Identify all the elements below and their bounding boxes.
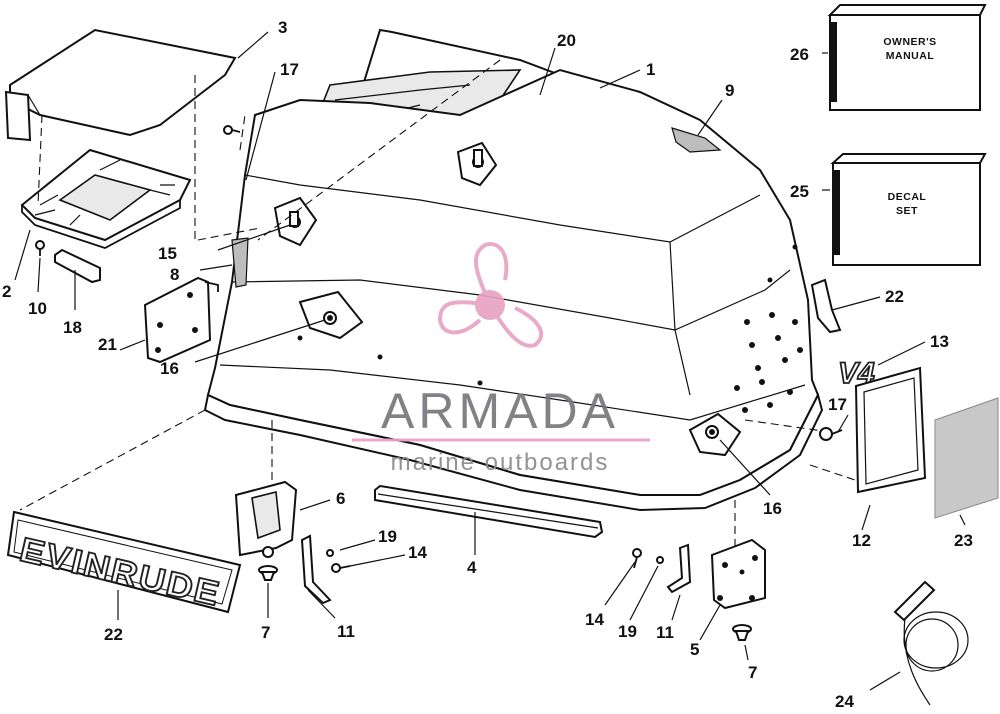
label-11-right: 11 <box>656 623 674 642</box>
label-17-right: 17 <box>828 395 847 414</box>
screw-10 <box>35 240 45 256</box>
screw-14-right <box>632 548 642 569</box>
callout-leaders <box>14 31 966 691</box>
watermark-subtitle: marine outboards <box>391 449 610 476</box>
propeller-icon <box>437 242 543 348</box>
bracket-11-right <box>666 543 692 594</box>
label-22-top: 22 <box>885 287 904 306</box>
screw-17-right <box>819 427 843 441</box>
label-26: 26 <box>790 45 809 64</box>
washer-19-left <box>326 549 334 557</box>
grommet-16-right <box>688 412 742 457</box>
seal-strip-18 <box>54 248 101 284</box>
label-13: 13 <box>930 332 949 351</box>
label-7-right: 7 <box>748 663 757 682</box>
grommet-7-left <box>258 565 278 581</box>
grommet-15 <box>273 196 318 247</box>
label-11-left: 11 <box>337 622 355 641</box>
label-8: 8 <box>170 265 179 284</box>
latch-5 <box>710 538 766 610</box>
label-4: 4 <box>467 558 477 577</box>
label-25: 25 <box>790 182 809 201</box>
label-18: 18 <box>63 318 82 337</box>
evinrude-decal: EVINRUDE <box>6 510 242 615</box>
latch-6 <box>234 480 298 558</box>
decal-set-box: DECAL SET <box>830 153 987 266</box>
decal-set-line1: DECAL <box>888 191 927 203</box>
part-number-labels: 1 2 3 4 5 6 7 7 8 9 10 11 11 12 13 14 14… <box>2 18 973 711</box>
engine-cover <box>203 28 824 512</box>
label-3: 3 <box>278 18 287 37</box>
label-19-right: 19 <box>618 622 637 641</box>
label-5: 5 <box>690 640 699 659</box>
watermark-title: ARMADA <box>381 383 619 439</box>
grommet-20 <box>456 141 498 187</box>
top-cover <box>4 28 237 142</box>
label-15: 15 <box>158 244 177 263</box>
rubber-trim-strip <box>374 484 604 539</box>
grommet-16-left <box>298 290 364 340</box>
screw-14-left <box>331 563 351 573</box>
label-19-left: 19 <box>378 527 397 546</box>
label-17-top: 17 <box>280 60 299 79</box>
bracket-11-left <box>300 534 332 605</box>
label-6: 6 <box>336 489 345 508</box>
decal-set-line2: SET <box>896 205 918 217</box>
bracket-21 <box>143 276 219 364</box>
mount-plate-12 <box>854 366 927 494</box>
label-2: 2 <box>2 282 11 301</box>
cover-seal-strip <box>231 237 249 288</box>
label-12: 12 <box>852 531 871 550</box>
label-16-left: 16 <box>160 359 179 378</box>
label-22-evinrude: 22 <box>104 625 123 644</box>
armada-watermark: ARMADA marine outboards <box>352 242 650 476</box>
label-20: 20 <box>557 31 576 50</box>
cover-seal <box>671 127 722 153</box>
air-intake-grate <box>20 148 192 249</box>
screw-17-top <box>223 125 241 135</box>
decal-sheet-23 <box>934 397 999 519</box>
label-7-left: 7 <box>261 623 270 642</box>
label-16-right: 16 <box>763 499 782 518</box>
label-14-left: 14 <box>408 543 427 562</box>
owners-manual-line2: MANUAL <box>886 50 935 62</box>
washer-19-right <box>656 556 664 564</box>
emblem-bracket-22 <box>810 278 842 334</box>
label-10: 10 <box>28 299 47 318</box>
grommet-7-right <box>732 624 752 641</box>
label-24: 24 <box>835 692 854 711</box>
label-23: 23 <box>954 531 973 550</box>
owners-manual-box: OWNER'S MANUAL <box>827 4 987 111</box>
owners-manual-line1: OWNER'S <box>883 36 936 48</box>
label-21: 21 <box>98 335 117 354</box>
cable-24 <box>893 580 969 706</box>
label-9: 9 <box>725 81 734 100</box>
label-14-right: 14 <box>585 610 604 629</box>
label-1: 1 <box>646 60 655 79</box>
